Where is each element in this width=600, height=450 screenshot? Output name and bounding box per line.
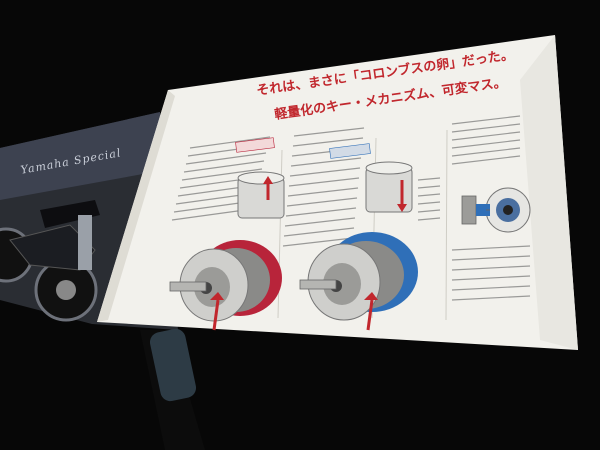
red-label-box [235, 137, 275, 153]
engine-illustration-blue [299, 161, 418, 331]
left-page-sky [0, 112, 165, 200]
page-right-shade [520, 35, 578, 350]
body-text-columns [171, 115, 531, 301]
blue-label-box [329, 143, 371, 159]
engine-illustration-red [169, 171, 285, 331]
motorcycle-photo [0, 200, 100, 322]
part-diagram-right [461, 187, 531, 233]
page-edge-shadow [97, 90, 175, 322]
binder-clip [149, 328, 197, 402]
